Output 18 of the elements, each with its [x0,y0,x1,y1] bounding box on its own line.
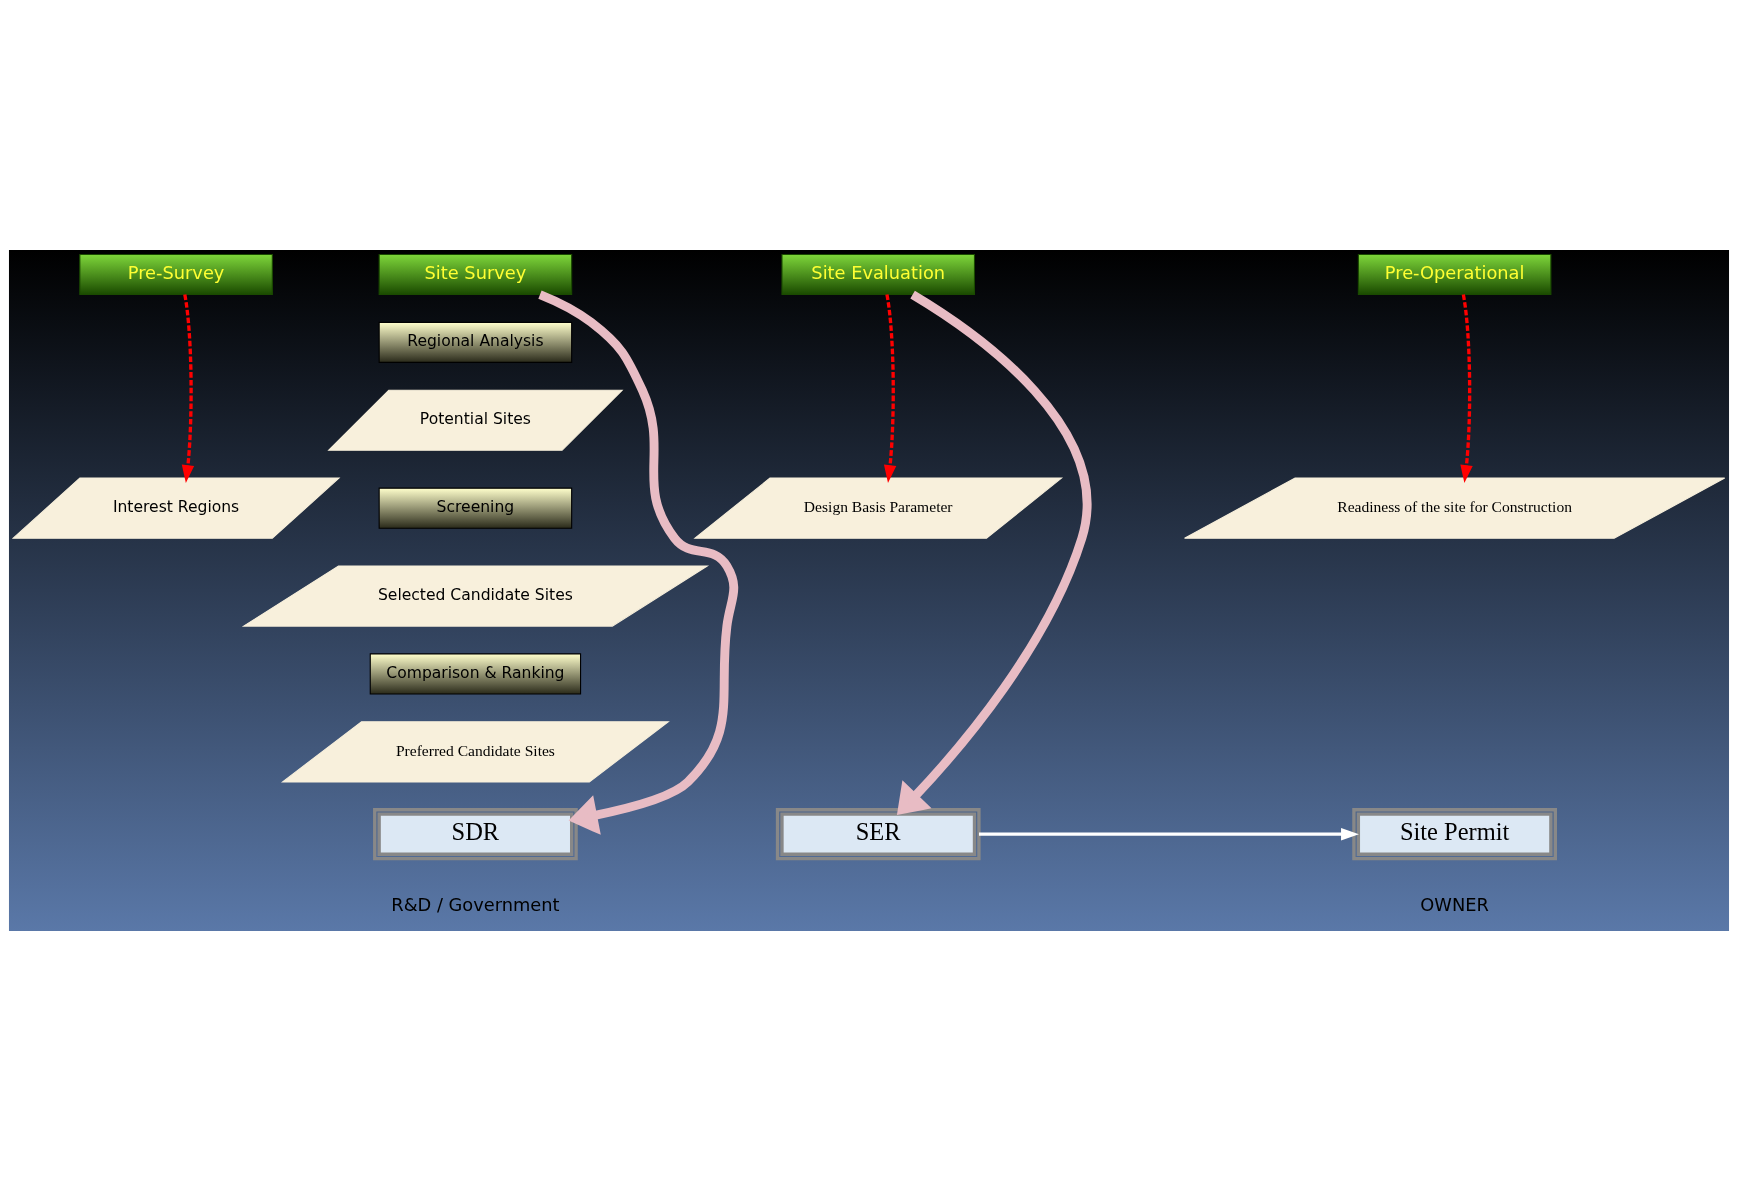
node-box: Pre-Survey [79,253,273,296]
arrow [896,290,1092,816]
node-box: Comparison & Ranking [369,653,582,695]
node-box: SDR [373,808,578,861]
arrow [883,294,897,483]
node-box: Pre-Operational [1357,253,1552,296]
label: OWNER [1420,893,1489,915]
node-box: Regional Analysis [378,321,573,363]
arrow [979,827,1359,841]
node-box: Screening [378,487,573,529]
node-box: Site Survey [378,253,573,296]
arrow [538,290,739,835]
arrow [1460,294,1473,483]
node-box: SER [775,808,981,861]
arrow [181,294,195,483]
label: R&D / Government [391,893,560,915]
node-box: Site Evaluation [781,253,976,296]
node-box: Site Permit [1352,808,1557,861]
